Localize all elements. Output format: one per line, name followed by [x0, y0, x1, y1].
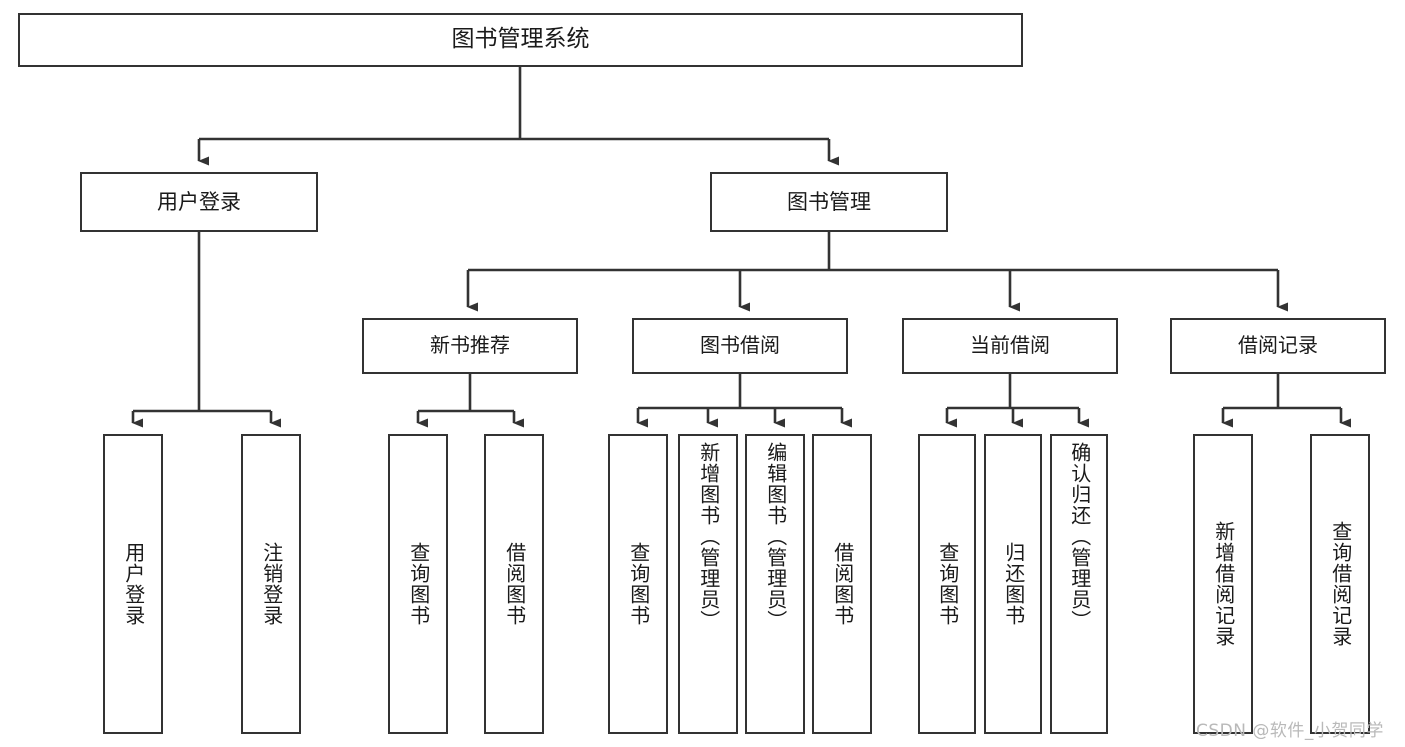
- node-label: 当前借阅: [970, 333, 1050, 358]
- leaf-node-8[interactable]: 查询图书: [918, 434, 976, 734]
- leaf-node-10[interactable]: 确认归还（管理员）: [1050, 434, 1108, 734]
- level2-node-0[interactable]: 用户登录: [80, 172, 318, 232]
- level2-node-1[interactable]: 图书管理: [710, 172, 948, 232]
- node-label: 编辑图书（管理员）: [763, 442, 788, 631]
- node-label: 查询借阅记录: [1328, 521, 1353, 647]
- node-label: 新增图书（管理员）: [696, 442, 721, 631]
- leaf-node-1[interactable]: 注销登录: [241, 434, 301, 734]
- node-label: 借阅记录: [1238, 333, 1318, 358]
- node-label: 查询图书: [406, 542, 431, 626]
- level3-node-2[interactable]: 当前借阅: [902, 318, 1118, 374]
- node-label: 图书管理: [787, 189, 871, 214]
- leaf-node-9[interactable]: 归还图书: [984, 434, 1042, 734]
- root-node-book-management-system[interactable]: 图书管理系统: [18, 13, 1023, 67]
- node-label: 用户登录: [157, 189, 241, 214]
- leaf-node-4[interactable]: 查询图书: [608, 434, 668, 734]
- leaf-node-3[interactable]: 借阅图书: [484, 434, 544, 734]
- node-label: 新增借阅记录: [1211, 521, 1236, 647]
- node-label: 注销登录: [259, 542, 284, 626]
- leaf-node-0[interactable]: 用户登录: [103, 434, 163, 734]
- node-label: 借阅图书: [830, 542, 855, 626]
- node-label: 确认归还（管理员）: [1067, 442, 1092, 631]
- leaf-node-6[interactable]: 编辑图书（管理员）: [745, 434, 805, 734]
- node-label: 借阅图书: [502, 542, 527, 626]
- csdn-watermark: CSDN @软件_小贺同学: [1196, 721, 1384, 741]
- node-label: 归还图书: [1001, 542, 1026, 626]
- node-label: 查询图书: [626, 542, 651, 626]
- leaf-node-2[interactable]: 查询图书: [388, 434, 448, 734]
- node-label: 查询图书: [935, 542, 960, 626]
- node-label: 图书管理系统: [451, 26, 590, 53]
- leaf-node-12[interactable]: 查询借阅记录: [1310, 434, 1370, 734]
- level3-node-0[interactable]: 新书推荐: [362, 318, 578, 374]
- leaf-node-11[interactable]: 新增借阅记录: [1193, 434, 1253, 734]
- level3-node-3[interactable]: 借阅记录: [1170, 318, 1386, 374]
- node-label: 图书借阅: [700, 333, 780, 358]
- node-label: 新书推荐: [430, 333, 510, 358]
- leaf-node-5[interactable]: 新增图书（管理员）: [678, 434, 738, 734]
- level3-node-1[interactable]: 图书借阅: [632, 318, 848, 374]
- node-label: 用户登录: [121, 542, 146, 626]
- leaf-node-7[interactable]: 借阅图书: [812, 434, 872, 734]
